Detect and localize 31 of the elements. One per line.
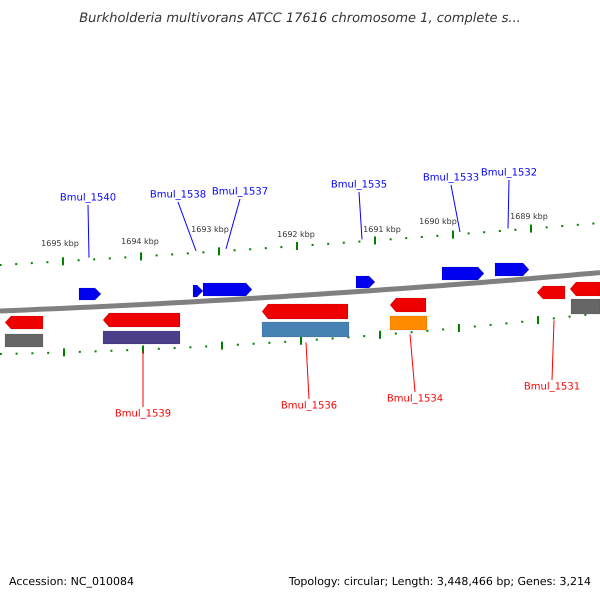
gene-label: Bmul_1534 — [386, 392, 444, 406]
gene-label: Bmul_1537 — [212, 186, 268, 198]
accession-text: Accession: NC_010084 — [9, 574, 134, 590]
leader-line — [142, 351, 144, 408]
scale-label: 1690 kbp — [419, 217, 457, 227]
scale-ticks — [0, 314, 586, 356]
gene-label: Bmul_1538 — [150, 188, 206, 202]
scale-label: 1692 kbp — [277, 230, 315, 240]
gene-label: Bmul_1532 — [480, 166, 538, 180]
scale-label: 1691 kbp — [363, 225, 401, 235]
leader-line — [552, 320, 554, 380]
scale-label: 1695 kbp — [41, 239, 79, 249]
leader-line — [508, 180, 510, 229]
scale-label: 1693 kbp — [191, 225, 229, 235]
leader-line — [450, 184, 460, 233]
leader-line — [88, 204, 90, 258]
gene-label: Bmul_1540 — [60, 192, 116, 204]
gene-label: Bmul_1536 — [280, 400, 338, 412]
genome-info-text: Topology: circular; Length: 3,448,466 bp; Genes: 3,214 — [288, 574, 591, 590]
gene-label: Bmul_1531 — [524, 380, 580, 394]
leader-line — [226, 198, 240, 250]
title: Burkholderia multivorans ATCC 17616 chromosome 1, complete s... — [78, 10, 522, 28]
gene-label: Bmul_1535 — [330, 178, 388, 192]
leader-line — [306, 342, 310, 400]
scale-label: 1689 kbp — [510, 212, 548, 222]
scale-label: 1694 kbp — [121, 237, 159, 247]
gene-label: Bmul_1533 — [422, 172, 480, 184]
leader-line — [410, 334, 416, 392]
leader-line — [358, 192, 362, 240]
gene-label: Bmul_1539 — [114, 408, 172, 420]
leader-line — [178, 202, 196, 252]
